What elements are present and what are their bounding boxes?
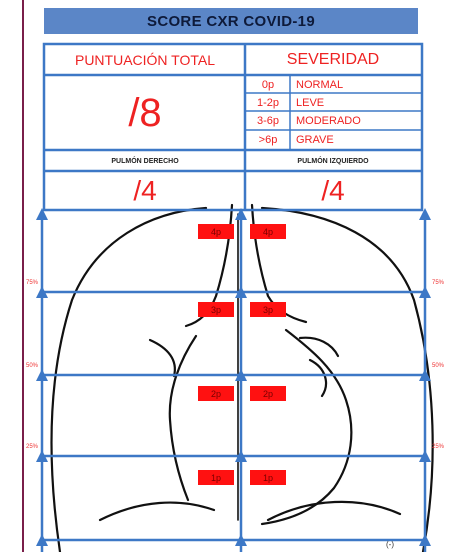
hilum-right [150, 340, 175, 376]
zone-score-left: 1p [250, 470, 286, 485]
percent-mark-right: 50% [432, 363, 444, 369]
zone-score-left: 2p [250, 386, 286, 401]
left-lung-score: /4 [246, 172, 420, 210]
zone-score-right: 4p [198, 224, 234, 239]
severity-label: GRAVE [292, 131, 416, 148]
severity-points: 3-6p [248, 112, 288, 129]
zone-score-left: 4p [250, 224, 286, 239]
right-diaphragm [100, 503, 214, 520]
percent-mark-right: 25% [432, 444, 444, 450]
heart-right-border [262, 330, 351, 524]
zone-score-right: 1p [198, 470, 234, 485]
severity-points: 0p [248, 76, 288, 93]
zone-lines [40, 292, 426, 540]
severity-points: >6p [248, 131, 288, 148]
severity-label: MODERADO [292, 112, 416, 129]
severity-label: NORMAL [292, 76, 416, 93]
corner-mark: (-) [386, 540, 394, 549]
right-lung-score: /4 [46, 172, 244, 210]
vertical-arrows [42, 214, 425, 552]
zone-score-left: 3p [250, 302, 286, 317]
right-lung-label: PULMÓN DERECHO [46, 151, 244, 171]
severity-points: 1-2p [248, 94, 288, 111]
right-lung-contour [51, 208, 206, 552]
left-lung-label: PULMÓN IZQUIERDO [246, 151, 420, 171]
zone-score-right: 2p [198, 386, 234, 401]
hilum-left [310, 360, 326, 396]
total-score-value: /8 [46, 76, 244, 150]
percent-mark-left: 75% [26, 280, 38, 286]
severity-header: SEVERIDAD [246, 46, 420, 74]
percent-mark-left: 25% [26, 444, 38, 450]
zone-score-right: 3p [198, 302, 234, 317]
left-lung-contour [262, 208, 433, 552]
percent-mark-right: 75% [432, 280, 444, 286]
total-score-header: PUNTUACIÓN TOTAL [46, 46, 244, 74]
percent-mark-left: 50% [26, 363, 38, 369]
arrow-heads [36, 208, 431, 546]
severity-label: LEVE [292, 94, 416, 111]
